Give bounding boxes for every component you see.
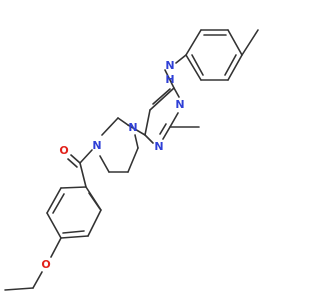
bond — [4, 287, 34, 291]
bond — [152, 88, 171, 105]
bond — [227, 54, 243, 81]
bond — [191, 54, 204, 76]
bond — [99, 155, 110, 173]
bond — [32, 271, 43, 289]
bond — [185, 29, 202, 56]
bond — [79, 149, 93, 164]
bond — [134, 134, 139, 149]
bond — [164, 69, 175, 89]
atom-labels: N H N N N N O O — [41, 59, 184, 271]
bond — [46, 212, 62, 239]
bond — [159, 123, 167, 135]
bond — [87, 209, 102, 237]
bond — [79, 162, 87, 188]
bond — [149, 87, 175, 111]
atom-nitrogen-pyrimidine-3: N — [154, 140, 163, 153]
bond — [60, 186, 87, 189]
atom-nitrogen-piperazine-1: N — [128, 121, 137, 134]
atom-nitrogen-nh: N — [165, 59, 174, 72]
bond — [144, 134, 154, 144]
atom-oxygen-carbonyl: O — [59, 144, 68, 157]
bond-lines — [4, 29, 259, 291]
bond — [52, 193, 65, 214]
bond — [62, 230, 85, 234]
atom-nitrogen-pyrimidine-1: N — [175, 98, 184, 111]
bond — [169, 112, 179, 128]
atom-oxygen-ether: O — [41, 258, 50, 271]
bond — [127, 147, 139, 173]
bond — [224, 54, 237, 76]
bond — [144, 109, 151, 136]
bond — [185, 54, 202, 81]
bond — [46, 187, 62, 214]
bond — [127, 124, 146, 136]
bond — [70, 154, 81, 164]
bond — [60, 235, 89, 239]
bond — [117, 117, 129, 126]
atom-hydrogen-nh: H — [165, 73, 174, 86]
bond — [162, 126, 171, 140]
bond — [101, 117, 119, 136]
bond — [227, 29, 243, 56]
bond — [173, 87, 180, 98]
atom-nitrogen-piperazine-4: N — [92, 139, 101, 152]
molecule-structure-diagram: N H N N N N O O — [4, 29, 259, 291]
bond — [67, 158, 78, 168]
bond — [88, 192, 101, 210]
bond — [241, 29, 259, 56]
bond — [50, 237, 62, 258]
bond — [175, 54, 187, 64]
